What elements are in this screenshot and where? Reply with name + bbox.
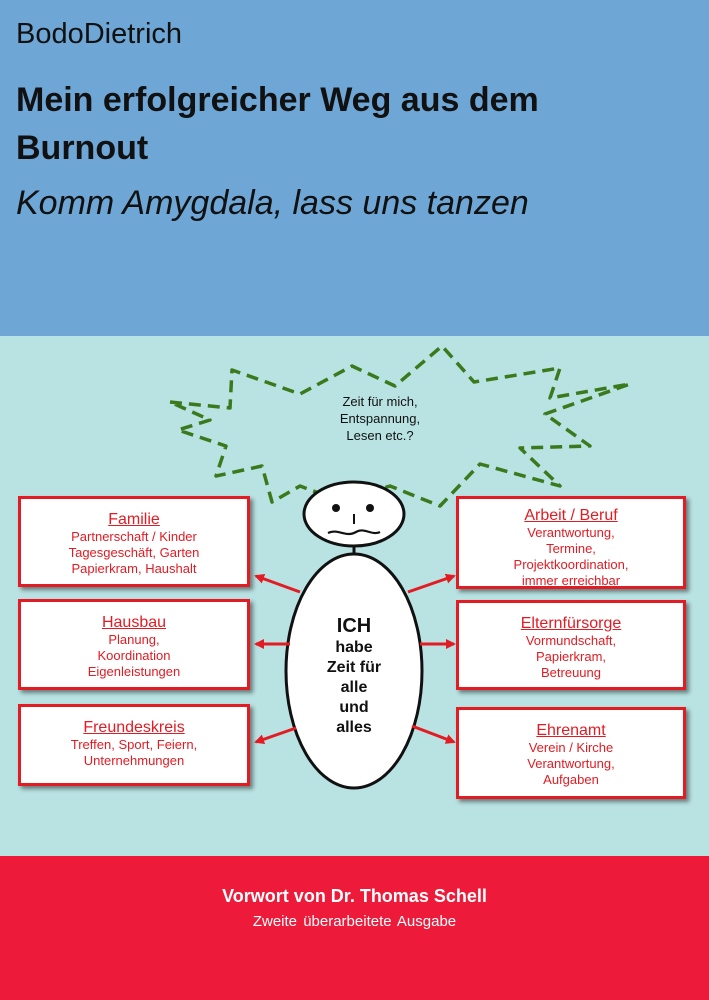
book-title: Mein erfolgreicher Weg aus dem Burnout <box>16 81 539 167</box>
box-line: Termine, <box>546 541 596 556</box>
foreword-line: Vorwort von Dr. Thomas Schell <box>222 886 487 906</box>
box-heading: Ehrenamt <box>536 722 606 739</box>
box-heading: Freundeskreis <box>83 719 185 736</box>
box-hausbau: Hausbau Planung, Koordination Eigenleist… <box>18 599 250 690</box>
thought-line: Zeit für mich, <box>342 394 418 409</box>
thought-line: Lesen etc.? <box>346 428 414 443</box>
book-subtitle: Komm Amygdala, lass uns tanzen <box>16 184 529 222</box>
center-text: ICH habe Zeit für alle und alles <box>292 614 416 738</box>
center-line: alles <box>336 719 372 736</box>
box-freundeskreis: Freundeskreis Treffen, Sport, Feiern, Un… <box>18 704 250 786</box>
box-line: Verein / Kirche <box>528 740 614 755</box>
box-line: immer erreichbar <box>521 573 621 588</box>
center-line: habe <box>335 639 373 656</box>
box-heading: Familie <box>108 511 160 528</box>
box-line: Planung, <box>108 632 160 647</box>
box-arbeit-beruf: Arbeit / Beruf Verantwortung, Termine, P… <box>456 496 686 589</box>
box-line: Betreuung <box>541 665 601 680</box>
header-band <box>0 0 709 336</box>
box-line: Unternehmungen <box>83 753 185 768</box>
box-line: Papierkram, Haushalt <box>71 561 197 576</box>
center-line: ICH <box>336 615 372 637</box>
box-elternfuersorge: Elternfürsorge Vormundschaft, Papierkram… <box>456 600 686 690</box>
author-name: BodoDietrich <box>16 18 183 50</box>
box-line: Tagesgeschäft, Garten <box>68 545 200 560</box>
box-line: Treffen, Sport, Feiern, <box>70 737 198 752</box>
box-heading: Hausbau <box>101 614 167 631</box>
box-heading: Arbeit / Beruf <box>524 507 618 524</box>
box-heading: Elternfürsorge <box>520 615 622 632</box>
box-line: Koordination <box>97 648 171 663</box>
footer-band <box>0 856 709 1000</box>
thought-line: Entspannung, <box>339 411 421 426</box>
body-ellipse <box>284 552 424 790</box>
box-line: Projektkoordination, <box>513 557 629 572</box>
box-line: Vormundschaft, <box>525 633 617 648</box>
arrow-group <box>254 573 456 745</box>
center-line: und <box>339 699 369 716</box>
box-familie: Familie Partnerschaft / Kinder Tagesgesc… <box>18 496 250 587</box>
box-line: Eigenleistungen <box>87 664 181 679</box>
box-line: Papierkram, <box>535 649 607 664</box>
thought-star-burst <box>168 344 632 508</box>
box-line: Partnerschaft / Kinder <box>71 529 197 544</box>
face-icon <box>302 480 406 548</box>
center-line: alle <box>340 679 368 696</box>
center-line: Zeit für <box>326 659 382 676</box>
box-line: Aufgaben <box>543 772 599 787</box>
thought-text: Zeit für mich, Entspannung, Lesen etc.? <box>300 393 460 444</box>
burnout-diagram <box>168 344 632 790</box>
edition-line: Zweite überarbeitete Ausgabe <box>252 913 457 930</box>
box-line: Verantwortung, <box>527 756 615 771</box>
box-ehrenamt: Ehrenamt Verein / Kirche Verantwortung, … <box>456 707 686 799</box>
box-line: Verantwortung, <box>527 525 615 540</box>
